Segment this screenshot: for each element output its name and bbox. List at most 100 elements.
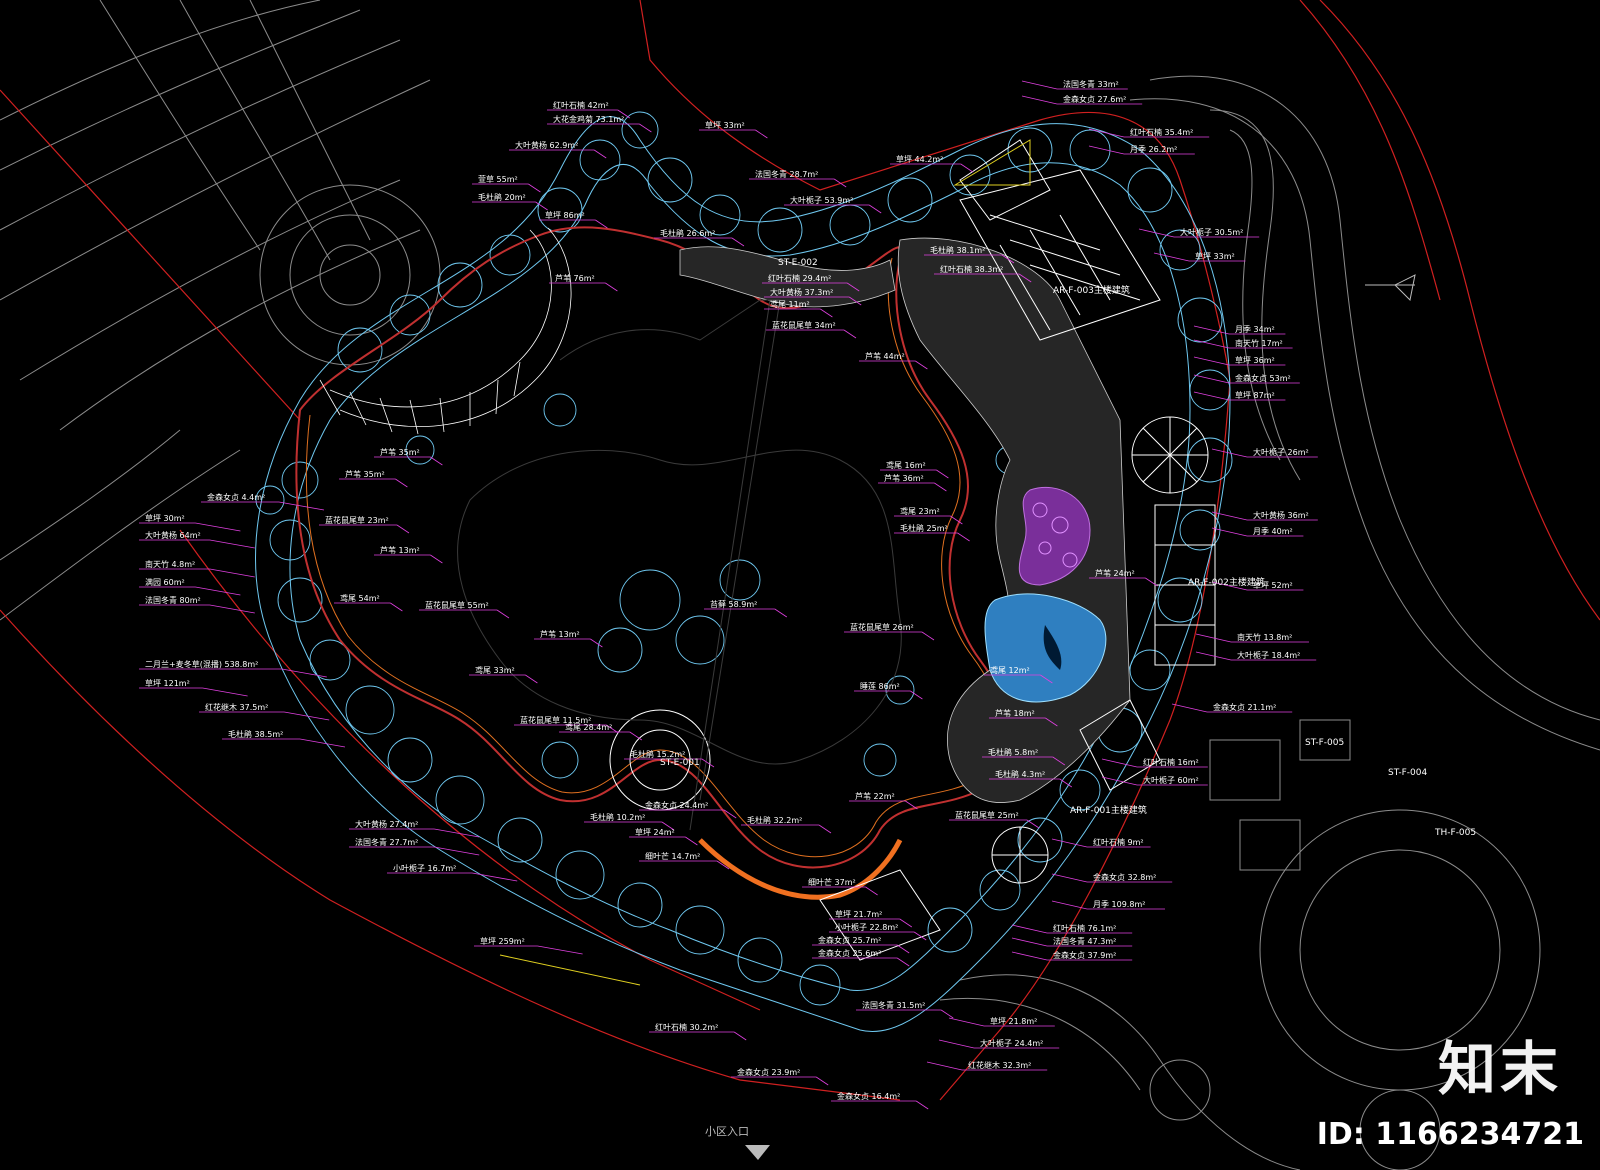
leader-line	[547, 123, 652, 133]
leader-line	[639, 809, 737, 819]
leader-line	[829, 918, 913, 928]
leader-line	[339, 478, 408, 488]
leader-line	[1211, 448, 1318, 458]
right-plant-label: 红叶石楠 76.1m²	[1053, 923, 1116, 933]
leader-line	[948, 1017, 1055, 1027]
leader-line	[539, 219, 608, 229]
leader-line	[894, 532, 970, 542]
center-plant-label: 芦苇 13m²	[540, 629, 580, 639]
right-plant-label: 南天竹 13.8m²	[1237, 632, 1292, 642]
center-plant-label: 毛杜鹃 15.2m²	[630, 749, 685, 759]
shrub-outline	[949, 154, 991, 196]
main-loop-path	[295, 226, 1012, 900]
right-plant-label: 大叶栀子 24.4m²	[980, 1038, 1043, 1048]
leader-line	[469, 674, 538, 684]
top-plant-label: 红叶石楠 42m²	[553, 100, 609, 110]
right-plant-label: 红叶石楠 16m²	[1143, 757, 1199, 767]
left-plant-label: 大叶黄杨 64m²	[145, 530, 201, 540]
shrub-outline	[309, 639, 351, 681]
shrub-outline	[1157, 577, 1203, 623]
top-plant-label: 草坪 44.2m²	[896, 154, 943, 164]
shrub-outline	[405, 435, 435, 465]
right-plant-label: 草坪 21.8m²	[990, 1016, 1037, 1026]
leader-line	[880, 469, 949, 479]
shrub-outline	[617, 882, 663, 928]
shrub-outline	[437, 262, 483, 308]
leader-line	[1051, 900, 1165, 910]
leader-line	[374, 456, 443, 466]
leader-line	[1195, 651, 1317, 661]
top-plant-label: 草坪 86m²	[545, 210, 585, 220]
bottom-plant-label: 草坪 21.7m²	[835, 909, 882, 919]
leader-line	[849, 800, 918, 810]
leader-line	[1089, 577, 1158, 587]
leader-line	[654, 237, 745, 247]
shrub-outline	[1069, 129, 1111, 171]
leader-line	[629, 836, 698, 846]
shrub-outline	[1127, 167, 1173, 213]
leader-line	[139, 604, 255, 614]
leader-line	[374, 554, 443, 564]
right-plant-label: 月季 34m²	[1235, 324, 1275, 334]
leader-line	[1211, 511, 1318, 521]
entrance-arrow-icon	[745, 1145, 770, 1160]
center-plant-label: 蓝花鼠尾草 26m²	[850, 622, 914, 632]
right-plant-label: 红叶石楠 35.4m²	[1130, 127, 1193, 137]
leader-line	[894, 515, 963, 525]
leader-line	[844, 631, 935, 641]
shrub-outline	[675, 615, 725, 665]
center-plant-label: 毛杜鹃 10.2m²	[590, 812, 645, 822]
leader-line	[802, 886, 878, 896]
leader-line	[812, 944, 910, 954]
bottom-plant-label: 小叶栀子 22.8m²	[835, 922, 898, 932]
shrub-outline	[887, 177, 933, 223]
shrub-outline	[497, 817, 543, 863]
leader-line	[472, 183, 541, 193]
leader-line	[1101, 758, 1208, 768]
leader-line	[812, 957, 910, 967]
right-plant-label: 法国冬青 47.3m²	[1053, 936, 1116, 946]
shrub-outline	[1189, 369, 1231, 411]
leader-line	[334, 602, 403, 612]
leader-line	[854, 690, 923, 700]
leader-line	[319, 524, 410, 534]
shrub-outline	[979, 869, 1021, 911]
top-plant-label: 毛杜鹃 38.1m²	[930, 245, 985, 255]
leader-line	[1193, 325, 1286, 335]
bottom-plant-label: 法国冬青 31.5m²	[862, 1000, 925, 1010]
right-plant-label: 大叶栀子 18.4m²	[1237, 650, 1300, 660]
top-plant-label: 萱草 55m²	[478, 174, 518, 184]
leader-line	[387, 872, 518, 882]
shrub-outline	[1129, 649, 1171, 691]
leader-line	[938, 1039, 1060, 1049]
left-plant-label: 红花继木 37.5m²	[205, 702, 268, 712]
leader-line	[547, 109, 631, 119]
center-plant-label: 鸢尾 12m²	[990, 665, 1030, 675]
leader-line	[199, 711, 330, 721]
shrub-outline	[863, 743, 897, 777]
leader-line	[704, 608, 788, 618]
shrub-outline	[345, 685, 395, 735]
leader-line	[559, 731, 643, 741]
leader-line	[1088, 128, 1210, 138]
left-plant-label: 法国冬青 27.7m²	[355, 837, 418, 847]
shrub-outline	[489, 234, 531, 276]
right-plant-label: 大叶栀子 60m²	[1143, 775, 1199, 785]
leader-line	[201, 501, 325, 511]
leader-line	[878, 482, 947, 492]
shrub-outline	[675, 905, 725, 955]
leader-line	[534, 638, 603, 648]
leader-line	[624, 758, 715, 768]
leader-line	[699, 129, 768, 139]
shrub-outline	[647, 157, 693, 203]
shrub-outline	[579, 139, 621, 181]
center-plant-label: 芦苇 35m²	[345, 469, 385, 479]
code-ar-f-003: AR-F-003主楼建筑	[1053, 284, 1130, 296]
center-plant-label: 细叶芒 37m²	[808, 877, 856, 887]
leader-lines	[139, 80, 1318, 1110]
center-plant-label: 芦苇 24m²	[1095, 568, 1135, 578]
center-plant-label: 蓝花鼠尾草 23m²	[325, 515, 389, 525]
shrub-outline	[757, 207, 803, 253]
